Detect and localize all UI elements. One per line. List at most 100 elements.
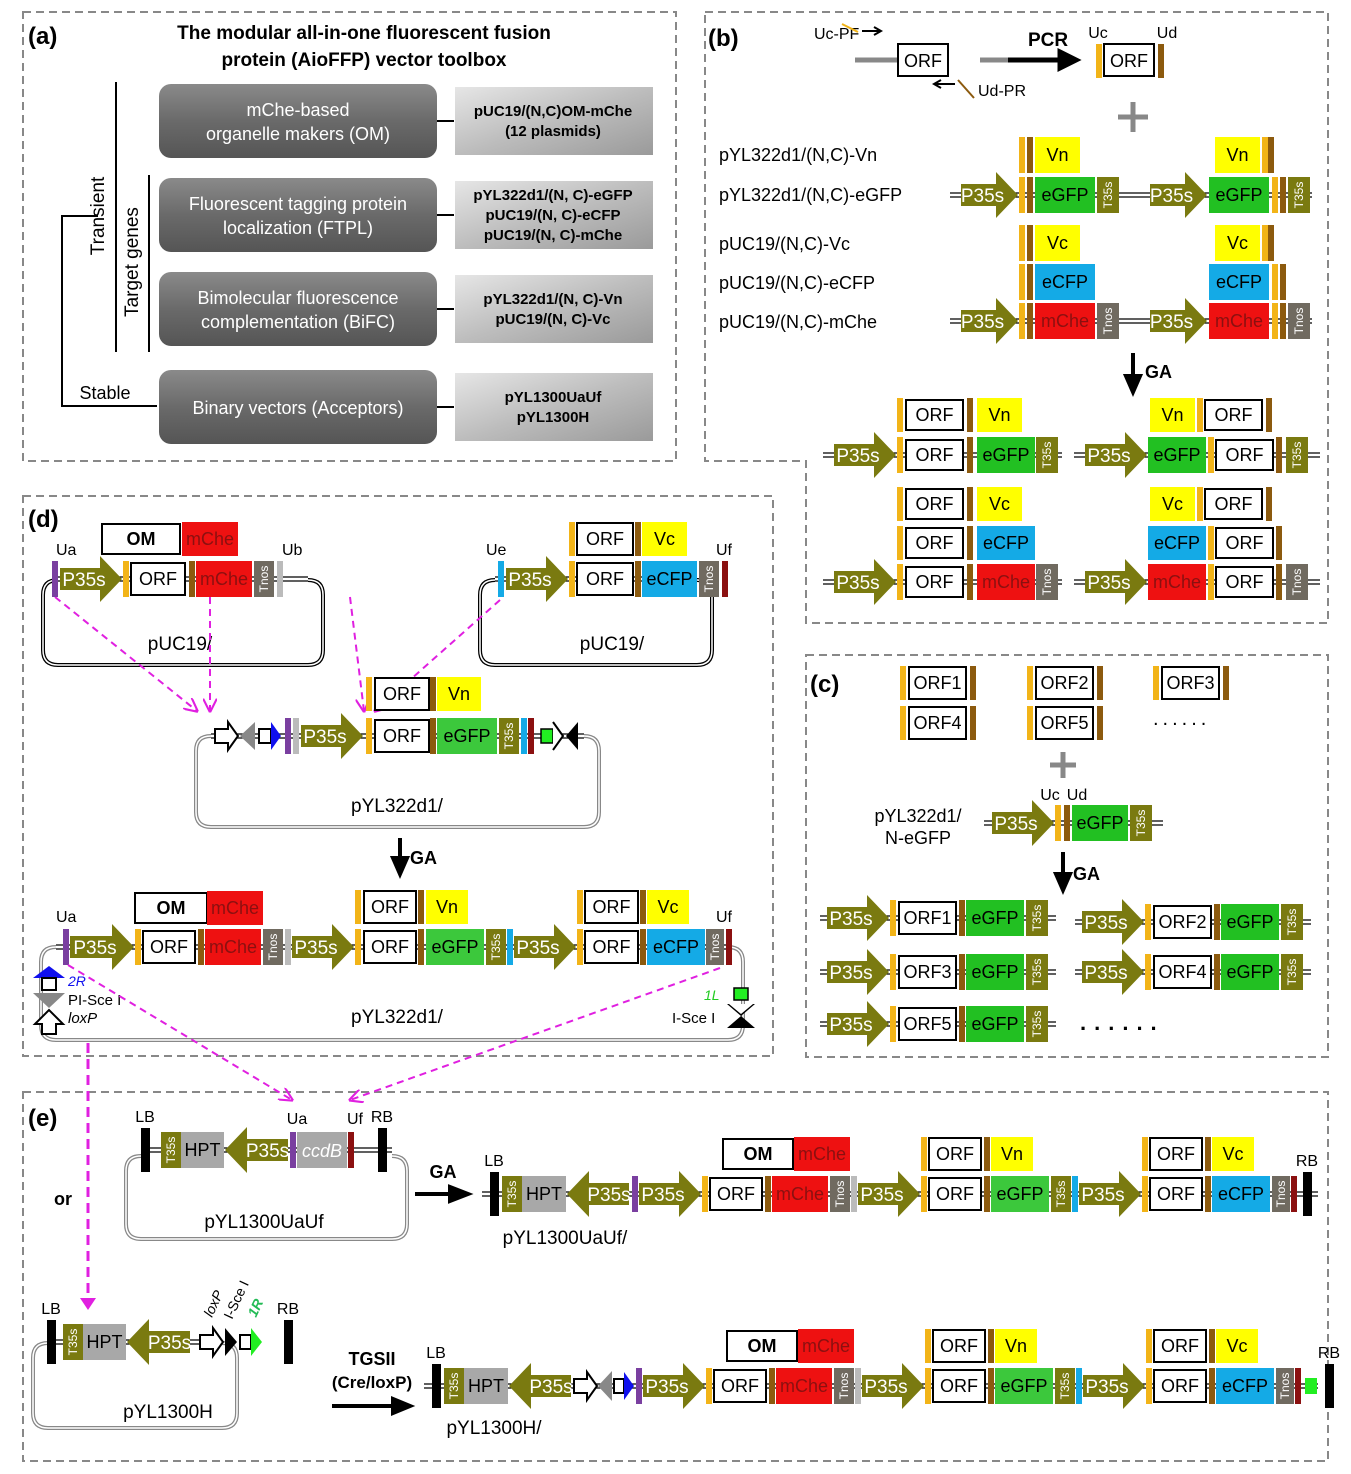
panel-a-label: (a): [28, 23, 57, 50]
ud-bar: [769, 1368, 775, 1404]
orf-box: [1215, 527, 1274, 559]
ua-bar: [636, 1368, 642, 1404]
uc-bar: [355, 929, 361, 965]
uc-bar: [897, 437, 903, 473]
ud-bar: [1205, 1137, 1211, 1171]
fusion-box: [1148, 564, 1206, 600]
ud-bar: [970, 666, 976, 700]
ga-arrow-icon: [1052, 852, 1074, 895]
p35s-label: P35s: [836, 573, 879, 594]
hpt-box: [522, 1176, 566, 1212]
vn-box: [1035, 137, 1080, 173]
egfp-box-label: eGFP: [1041, 185, 1088, 205]
orf-box: [908, 706, 967, 740]
ue-bar: [521, 718, 527, 754]
isce-triangle-icon: [225, 1328, 237, 1356]
orf-box-label: ORF: [721, 1376, 759, 1396]
uc-bar: [1153, 666, 1159, 700]
blue-triangle-icon: [624, 1372, 634, 1400]
vn-box-label: Vn: [1226, 145, 1248, 165]
p35s-promoter-arrow: [834, 559, 896, 605]
uc-bar: [1208, 564, 1214, 600]
p35s-promoter-arrow: [127, 1319, 190, 1365]
egfp-box-label: eGFP: [1226, 962, 1273, 982]
acceptor-loop: [125, 1155, 408, 1240]
plasmid-label: pYL1300UaUf: [505, 389, 603, 406]
egfp-box-label: eGFP: [1000, 1376, 1047, 1396]
terminator: [1286, 437, 1308, 473]
ga-arrow-icon: [1122, 353, 1144, 397]
uc-bar: [925, 1368, 931, 1404]
mche-box: [772, 1176, 828, 1212]
om-box-label: OM: [127, 529, 156, 549]
ud-bar: [959, 900, 965, 936]
uc-bar: [921, 1137, 927, 1171]
ecfp-box: [1212, 1176, 1270, 1212]
lb-border-label: LB: [135, 1109, 155, 1126]
orf-box-label: ORF: [916, 494, 954, 514]
p35s-promoter-arrow: [827, 1001, 889, 1047]
hpt-box: [181, 1132, 224, 1168]
p35s-promoter-arrow: [827, 895, 889, 941]
uc-bar: [1096, 44, 1102, 78]
ua-bar: [632, 1176, 638, 1212]
target-genes-label: Target genes: [122, 207, 143, 317]
orf-box-label: ORF: [940, 1336, 978, 1356]
ua-bar: [285, 718, 291, 754]
mche-box: [205, 929, 261, 965]
rb-border: [284, 1320, 293, 1364]
loxp-arrow-icon: [573, 1368, 599, 1404]
vc-box-label: Vc: [989, 494, 1010, 514]
vector-label-line2: N-eGFP: [885, 828, 951, 848]
mche-box: [776, 1368, 832, 1404]
orf-box: [1215, 439, 1274, 471]
primer-f-arrow-icon: [862, 26, 884, 36]
panel-a-title-line2: protein (AioFFP) vector toolbox: [222, 50, 507, 71]
orf-box: [1204, 488, 1263, 520]
vc-box: [1215, 225, 1260, 261]
ua-to-acceptor-arrow: [67, 964, 292, 1100]
ud-bar: [1097, 706, 1103, 740]
category-box: [159, 272, 437, 346]
p35s-label: P35s: [1087, 446, 1130, 467]
uc-bar: [1146, 1329, 1152, 1363]
p35s-label: P35s: [829, 909, 872, 930]
ud-bar: [1214, 954, 1220, 990]
panel-e-border: [22, 1091, 1329, 1462]
egfp-box: [426, 929, 484, 965]
egfp-box: [995, 1368, 1053, 1404]
ud-bar: [967, 398, 973, 432]
vc-box-label: Vc: [1162, 494, 1183, 514]
1r-label: 1R: [244, 1295, 266, 1319]
t35s-terminator-label: T35s: [502, 723, 516, 750]
p35s-label: P35s: [961, 312, 1004, 333]
ecfp-box-label: eCFP: [1154, 533, 1200, 553]
uc-bar: [135, 929, 141, 965]
assembly-arrows: [54, 596, 501, 711]
vn-box: [995, 1329, 1037, 1363]
vector-label-line1: pYL322d1/: [874, 806, 961, 826]
pyl322d1-product-loop: [40, 946, 744, 1041]
orf-box-label: ORF: [916, 533, 954, 553]
vc-box: [642, 522, 687, 556]
blue-triangle-icon: [271, 722, 281, 750]
puc19-label-1: pUC19/: [148, 634, 213, 655]
plasmid-box: [455, 373, 653, 441]
tnos-terminator-label: Tnos: [1274, 1181, 1288, 1208]
p35s-promoter-arrow: [834, 432, 896, 478]
category-box: [159, 370, 437, 444]
ecfp-box: [1216, 1368, 1274, 1404]
uc-bar: [1146, 1368, 1152, 1404]
orf-box: [130, 562, 186, 596]
ub-bar: [285, 929, 291, 965]
p35s-promoter-arrow: [858, 1171, 920, 1217]
p35s-label: P35s: [303, 727, 346, 748]
plasmid-label: pUC19/(N, C)-Vc: [495, 311, 610, 328]
plasmid-label: pUC19/(N, C)-eCFP: [485, 207, 620, 224]
ud-bar: [1276, 437, 1282, 473]
p35s-label: P35s: [62, 570, 105, 591]
ecfp-box: [642, 561, 697, 597]
loxp-arrow-icon: [199, 1324, 225, 1360]
